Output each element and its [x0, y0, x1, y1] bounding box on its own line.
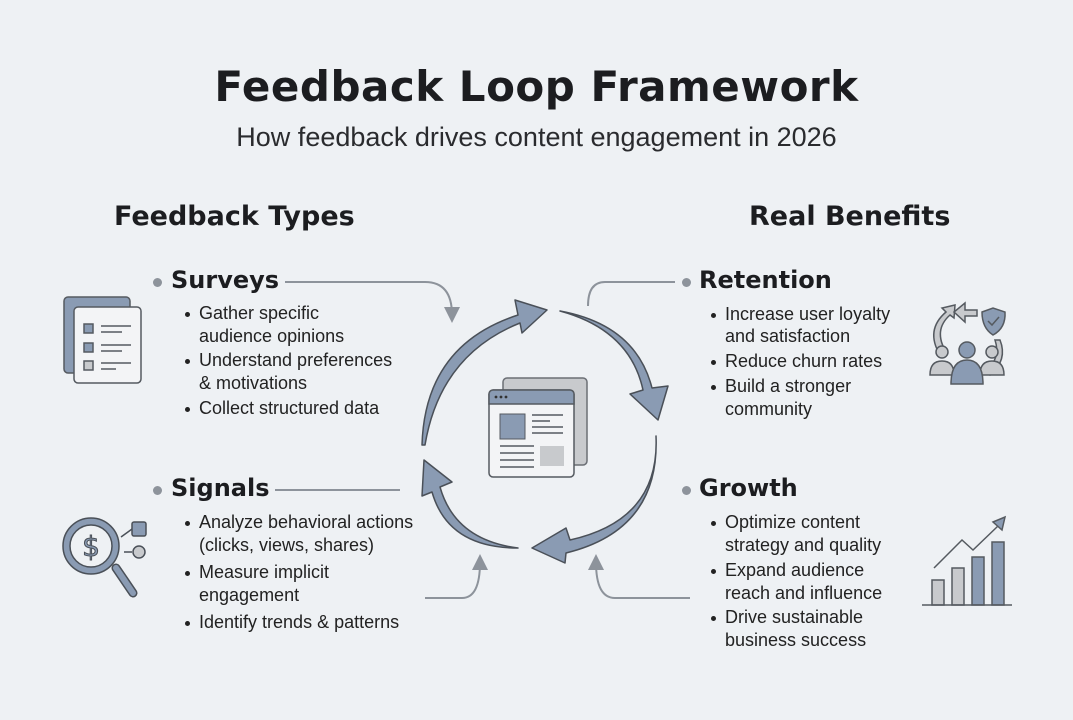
- retention-bullet-2: Reduce churn rates: [725, 351, 883, 371]
- content-page-icon: [488, 377, 588, 478]
- svg-text:$: $: [82, 530, 100, 563]
- bullet-dot: [185, 359, 190, 364]
- signals-bullet-1-line-1: Analyze behavioral actions: [199, 512, 414, 532]
- surveys-bullet-1-line-1: Gather specific: [199, 303, 320, 323]
- magnifier-dollar-icon: $: [62, 517, 147, 598]
- growth-bullet-3-line-1: Drive sustainable: [725, 607, 864, 627]
- bullet-dot: [711, 569, 716, 574]
- growth-bullet-3-line-2: business success: [725, 630, 867, 650]
- arrow-top-left: [421, 299, 548, 446]
- signals-bullet-3: Identify trends & patterns: [199, 612, 400, 632]
- retention-dot: [682, 278, 691, 287]
- bullet-dot: [185, 571, 190, 576]
- surveys-bullet-1-line-2: audience opinions: [199, 326, 345, 346]
- signals-bullet-1-line-2: (clicks, views, shares): [199, 535, 375, 555]
- bullet-dot: [185, 621, 190, 626]
- bullet-dot: [185, 521, 190, 526]
- connector-surveys: [285, 281, 460, 323]
- bullet-dot: [185, 407, 190, 412]
- connector-growth-bottom: [588, 554, 690, 599]
- retention-title: Retention: [699, 266, 832, 294]
- bullet-dot: [711, 360, 716, 365]
- bullet-dot: [711, 521, 716, 526]
- signals-bullet-2-line-2: engagement: [199, 585, 300, 605]
- bullet-dot: [711, 313, 716, 318]
- retention-bullet-3-line-1: Build a stronger: [725, 376, 852, 396]
- growth-title: Growth: [699, 474, 798, 502]
- bullet-dot: [711, 385, 716, 390]
- bullet-dot: [185, 312, 190, 317]
- signals-dot: [153, 486, 162, 495]
- growth-bullet-2-line-1: Expand audience: [725, 560, 865, 580]
- signals-bullet-2-line-1: Measure implicit: [199, 562, 330, 582]
- growth-dot: [682, 486, 691, 495]
- arrow-top-right: [559, 310, 669, 421]
- signals-title: Signals: [171, 474, 270, 502]
- surveys-dot: [153, 278, 162, 287]
- growth-chart-icon: [922, 515, 1012, 606]
- connector-signals-bottom: [425, 554, 488, 599]
- surveys-bullet-2-line-2: & motivations: [199, 373, 308, 393]
- page-title: Feedback Loop Framework: [214, 62, 859, 111]
- page-subtitle: How feedback drives content engagement i…: [236, 122, 837, 152]
- surveys-title: Surveys: [171, 266, 280, 294]
- arrow-bottom-left: [421, 459, 519, 549]
- bullet-dot: [711, 616, 716, 621]
- survey-checklist-icon: [63, 296, 142, 384]
- growth-bullet-1-line-1: Optimize content: [725, 512, 861, 532]
- surveys-bullet-3: Collect structured data: [199, 398, 380, 418]
- arrow-bottom-right: [531, 435, 657, 564]
- growth-bullet-1-line-2: strategy and quality: [725, 535, 882, 555]
- retention-bullet-1-line-2: and satisfaction: [725, 326, 851, 346]
- loop-arrows: [421, 299, 669, 564]
- real-benefits-heading: Real Benefits: [749, 201, 951, 232]
- community-shield-icon: [929, 301, 1006, 385]
- retention-bullet-3-line-2: community: [725, 399, 813, 419]
- surveys-bullet-2-line-1: Understand preferences: [199, 350, 393, 370]
- connector-retention: [587, 281, 675, 307]
- growth-bullet-2-line-2: reach and influence: [725, 583, 883, 603]
- retention-bullet-1-line-1: Increase user loyalty: [725, 304, 891, 324]
- feedback-types-heading: Feedback Types: [114, 201, 355, 232]
